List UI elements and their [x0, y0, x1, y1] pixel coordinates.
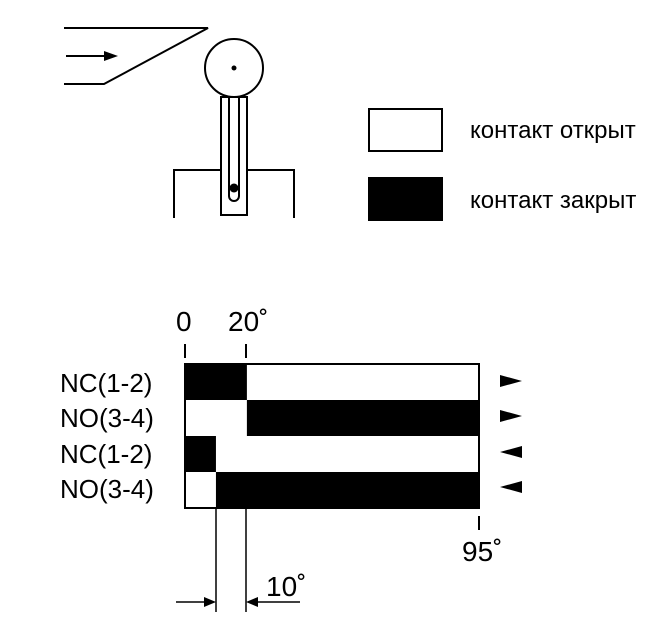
tick-label-0: 0 [176, 306, 192, 337]
row-1-right-arrow-icon [500, 375, 522, 387]
row-label-4: NO(3-4) [60, 474, 154, 504]
row-2-closed-bar [246, 400, 479, 436]
tick-label-95: 95˚ [462, 536, 502, 567]
actuator-sketch [64, 27, 295, 218]
lever-pivot [229, 183, 239, 193]
legend-open-swatch [368, 108, 443, 152]
roller-axle [231, 65, 237, 71]
row-2-right-arrow-icon [500, 410, 522, 422]
legend-closed-label: контакт закрыт [470, 187, 636, 214]
cam-direction-arrow-icon [66, 51, 118, 61]
lever-slot [228, 97, 240, 202]
row-bars [185, 364, 479, 508]
row-1-closed-bar [185, 364, 247, 400]
legend-closed-swatch [368, 177, 443, 221]
dimension-label-10: 10˚ [266, 571, 306, 602]
row-label-1: NC(1-2) [60, 368, 152, 398]
tick-label-20: 20˚ [228, 306, 268, 337]
row-label-2: NO(3-4) [60, 403, 154, 433]
lever-arm [220, 96, 248, 216]
cam-ramp [64, 27, 209, 85]
row-3-left-arrow-icon [500, 446, 522, 458]
row-3-closed-bar [185, 436, 216, 472]
diagram-frame [184, 363, 480, 509]
timing-diagram: 0 20˚ NC(1-2) NO(3-4) NC(1-2) NO(3-4) 95… [60, 306, 522, 612]
legend: контакт открыт контакт закрыт [368, 108, 636, 221]
row-label-3: NC(1-2) [60, 439, 152, 469]
dimension-arrow-left-icon [204, 597, 216, 607]
dimension-arrow-right-icon [246, 597, 258, 607]
legend-open-label: контакт открыт [470, 117, 636, 144]
row-4-left-arrow-icon [500, 481, 522, 493]
row-4-closed-bar [215, 472, 479, 508]
switch-housing [173, 169, 295, 218]
